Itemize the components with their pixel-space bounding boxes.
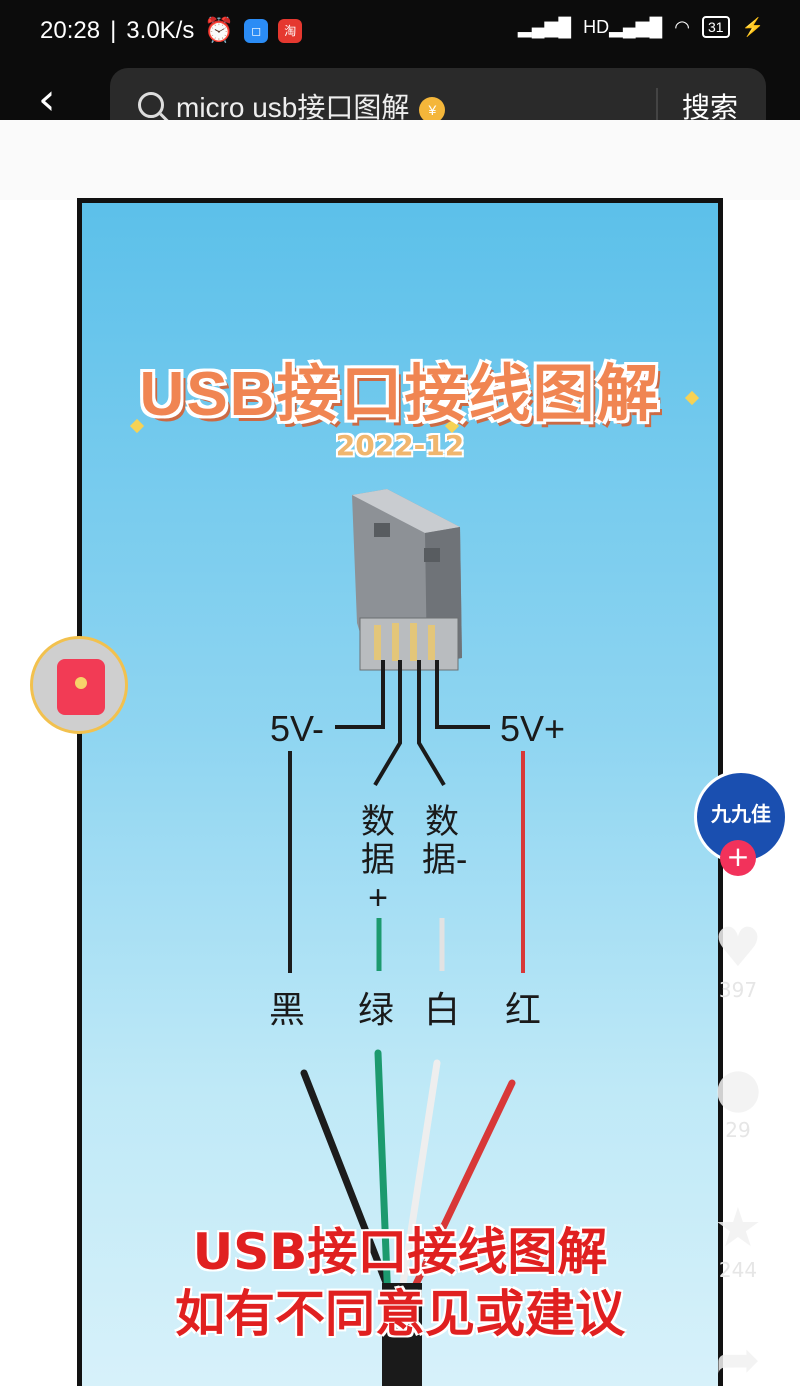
pin-label-data-plus: 数据+ xyxy=(361,803,395,917)
search-input[interactable]: micro usb接口图解¥ xyxy=(176,86,446,126)
pin-label-data-minus: 数据- xyxy=(422,803,468,879)
like-button[interactable]: ♥ 397 xyxy=(706,916,770,1003)
hd-signal-icon: HD▂▄▆█ xyxy=(583,16,663,37)
coin-icon: ¥ xyxy=(419,96,446,123)
caption-line-2: 如有不同意见或建议 xyxy=(175,1285,625,1343)
comment-icon: ● xyxy=(714,1056,762,1119)
usb-connector-icon xyxy=(352,489,462,671)
heart-icon: ♥ xyxy=(713,916,763,979)
color-label-green: 绿 xyxy=(358,989,395,1030)
like-count: 397 xyxy=(718,978,758,1002)
alarm-icon: ⏰ xyxy=(204,17,235,44)
video-date: 2022-12 xyxy=(335,429,465,462)
video-caption: USB接口接线图解 如有不同意见或建议 xyxy=(82,1221,718,1345)
favorite-button[interactable]: ★ 244 xyxy=(706,1196,770,1283)
wifi-icon: ◠ xyxy=(674,16,690,37)
usb-diagram xyxy=(288,489,525,1386)
follow-plus-button[interactable]: + xyxy=(720,840,756,876)
video-frame[interactable]: USB接口接线图解 2022-12 xyxy=(77,198,723,1386)
pin-label-5v-plus: 5V+ xyxy=(500,708,566,749)
pin-label-5v-minus: 5V- xyxy=(270,708,325,749)
red-packet-button[interactable] xyxy=(30,636,128,734)
taobao-icon: 淘 xyxy=(278,18,303,43)
color-label-white: 白 xyxy=(424,989,461,1030)
app-notification-icon: ◻ xyxy=(244,18,269,43)
network-speed: 3.0K/s xyxy=(126,16,195,44)
status-time: 20:28 xyxy=(40,16,101,44)
charging-icon: ⚡ xyxy=(741,16,764,37)
star-icon: ★ xyxy=(713,1196,763,1259)
battery-icon: 31 xyxy=(702,16,730,38)
status-left: 20:28 | 3.0K/s ⏰ ◻ 淘 xyxy=(40,16,303,45)
back-arrow-icon[interactable]: ‹ xyxy=(38,74,56,125)
status-right: ▂▄▆█ HD▂▄▆█ ◠ 31 ⚡ xyxy=(518,16,764,38)
status-separator: | xyxy=(110,16,117,44)
cable-wires xyxy=(300,1049,516,1307)
share-icon: ➦ xyxy=(715,1328,761,1391)
pin-lines xyxy=(335,660,490,787)
search-button[interactable]: 搜索 xyxy=(682,91,739,124)
comment-button[interactable]: ● 29 xyxy=(706,1056,770,1143)
color-label-black: 黑 xyxy=(269,989,306,1030)
caption-line-1: USB接口接线图解 xyxy=(192,1223,608,1281)
signal-icon: ▂▄▆█ xyxy=(517,16,572,37)
cable-sheath xyxy=(382,1283,422,1386)
video-title: USB接口接线图解 xyxy=(139,360,661,429)
share-button[interactable]: ➦ xyxy=(706,1330,770,1390)
color-label-red: 红 xyxy=(505,989,542,1030)
comment-count: 29 xyxy=(725,1118,751,1142)
red-packet-icon xyxy=(57,659,105,715)
favorite-count: 244 xyxy=(718,1258,758,1282)
search-divider xyxy=(656,88,658,128)
status-bar: 20:28 | 3.0K/s ⏰ ◻ 淘 ▂▄▆█ HD▂▄▆█ ◠ 31 ⚡ xyxy=(0,0,800,64)
header-fade xyxy=(0,120,800,200)
search-icon xyxy=(138,92,164,118)
